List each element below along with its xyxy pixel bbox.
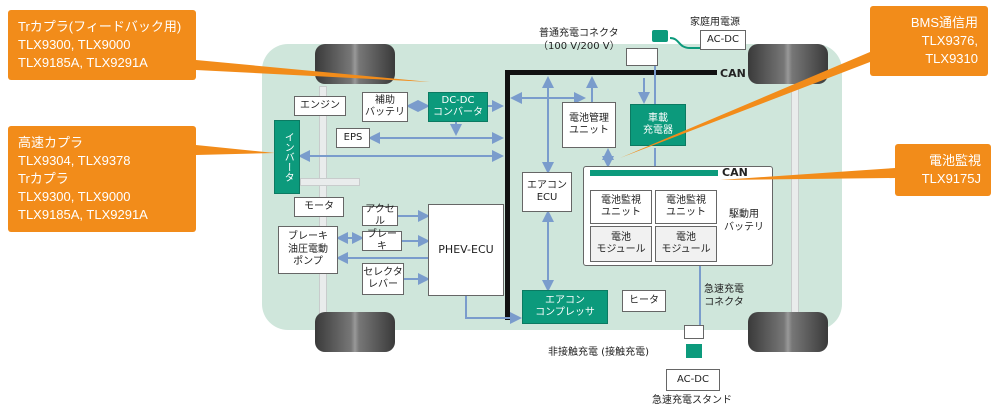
normal-charge-port [626, 48, 658, 66]
battery-module-1: 電池モジュール [590, 226, 652, 262]
acdc-home-box: AC-DC [700, 30, 746, 50]
brake-box: ブレーキ [362, 229, 402, 252]
can-bus-vertical [505, 70, 510, 320]
fast-charge-stand-label: 急速充電スタンド [652, 395, 732, 406]
drive-battery-label: 駆動用バッテリ [724, 209, 764, 233]
brake-pump-box: ブレーキ油圧電動ポンプ [278, 226, 338, 274]
callout-tr-feedback: Trカプラ(フィードバック用) TLX9300, TLX9000 TLX9185… [8, 10, 196, 80]
home-power-label: 家庭用電源 [690, 17, 740, 28]
plug-icon [652, 30, 668, 42]
aircon-compressor-box: エアコンコンプレッサ [522, 290, 608, 324]
accel-box: アクセル [362, 204, 398, 227]
fast-charge-port [684, 325, 704, 339]
battery-module-2: 電池モジュール [655, 226, 717, 262]
monitor-unit-2: 電池監視ユニット [655, 190, 717, 224]
inverter-box: インバータ [274, 120, 300, 194]
motor-box: モータ [294, 197, 344, 217]
can-label-main: CAN [720, 67, 746, 80]
callout-high-speed: 高速カプラ TLX9304, TLX9378 Trカプラ TLX9300, TL… [8, 126, 196, 232]
wireless-pad [686, 344, 702, 358]
heater-box: ヒータ [622, 290, 666, 312]
can-bus-horizontal [505, 70, 717, 75]
engine-box: エンジン [294, 96, 346, 116]
wheel-front-right [315, 312, 395, 352]
onboard-charger-box: 車載充電器 [630, 104, 686, 146]
callout-bms: BMS通信用 TLX9376, TLX9310 [870, 6, 988, 76]
eps-box: EPS [336, 128, 370, 148]
acdc-stand-box: AC-DC [666, 369, 720, 391]
callout-battery-monitor: 電池監視 TLX9175J [895, 144, 991, 196]
monitor-unit-1: 電池監視ユニット [590, 190, 652, 224]
phev-ecu-box: PHEV-ECU [428, 204, 504, 296]
front-axle-cross [300, 178, 360, 186]
fast-charge-connector-label: 急速充電コネクタ [704, 284, 744, 308]
wheel-rear-right [748, 312, 828, 352]
selector-lever-box: セレクタレバー [362, 263, 404, 295]
wireless-charge-label: 非接触充電 (接触充電) [548, 347, 649, 358]
battery-management-box: 電池管理ユニット [562, 102, 616, 148]
can-bus-internal [590, 170, 718, 176]
normal-charge-connector-label: 普通充電コネクタ（100 V/200 V） [538, 28, 620, 52]
aux-battery-box: 補助バッテリ [362, 92, 408, 122]
can-label-internal: CAN [722, 166, 748, 179]
